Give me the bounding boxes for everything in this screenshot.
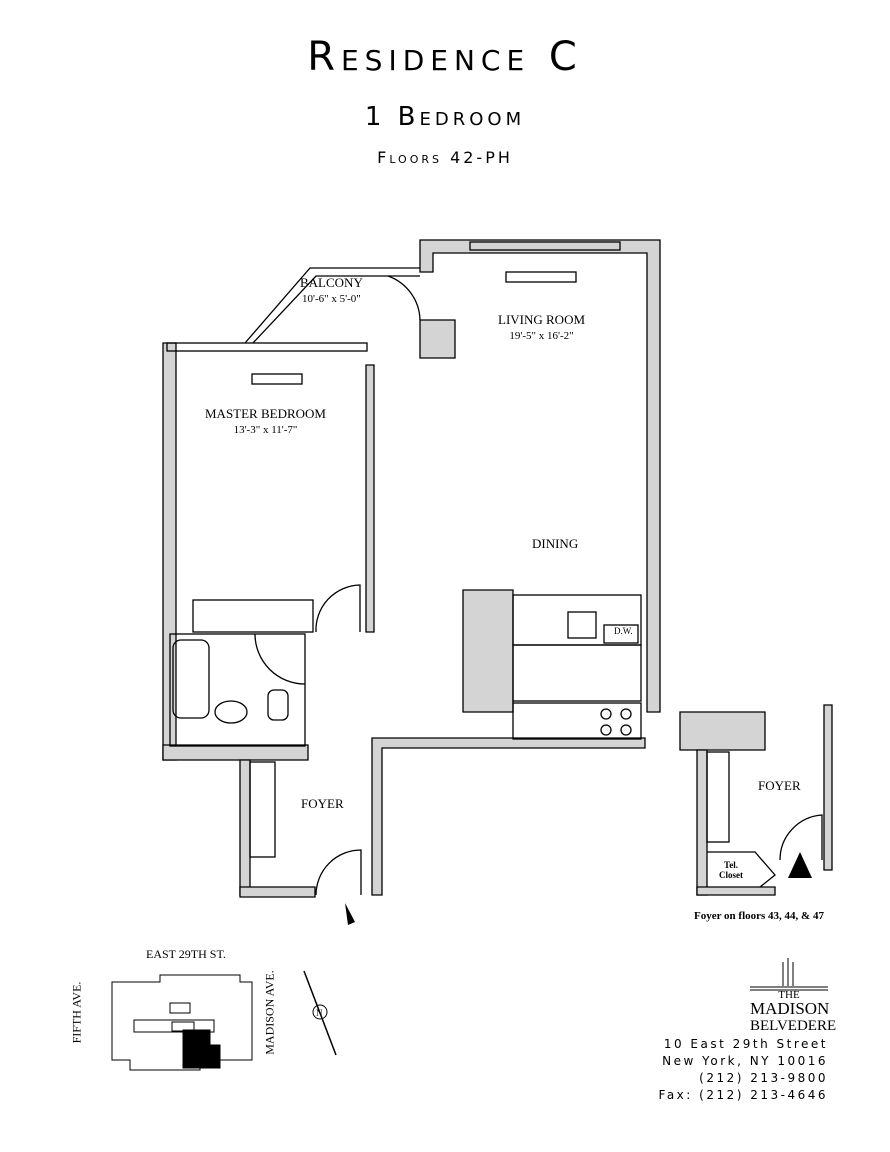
living-wall-west [419,319,456,359]
north-arrow-icon [788,852,812,878]
page-title: Residence C [307,34,583,80]
alt-foyer-wall-east [823,704,833,871]
entry-arrow-icon [345,903,355,925]
address: 10 East 29th Street [663,1037,828,1051]
phone: (212) 213-9800 [699,1071,828,1085]
brand-line2: MADISON [750,999,830,1018]
kitchen-wall [462,589,514,713]
street-fifth-ave: FIFTH AVE. [69,981,84,1044]
logo-tower-icon [750,958,828,991]
alt-foyer-label: FOYER [758,778,801,793]
fax: Fax: (212) 213-4646 [658,1088,828,1102]
dishwasher-label: D.W. [614,626,633,636]
unit-type: 1 Bedroom [364,102,526,132]
alt-foyer-wall-west [696,749,708,896]
tel-closet-label: Tel. Closet [719,860,743,880]
living-wall [419,239,661,713]
street-madison-ave: MADISON AVE. [262,970,277,1055]
brand-logo: THE MADISON BELVEDERE [750,989,837,1035]
foyer-label: FOYER [301,796,344,811]
alt-foyer-wall [679,711,766,751]
brand-line3: BELVEDERE [750,1018,837,1034]
dining-label: DINING [532,536,579,551]
alt-foyer-wall-south [696,886,776,896]
site-plan [111,970,337,1071]
compass-icon: N [316,1008,323,1018]
alt-foyer-note: Foyer on floors 43, 44, & 47 [694,910,824,922]
street-east-29th: EAST 29TH ST. [146,947,226,961]
bedroom-bottom-wall [162,744,309,761]
city: New York, NY 10016 [662,1054,828,1068]
floors-label: Floors 42-PH [377,148,513,167]
bedroom-east-wall [365,364,375,633]
foyer-wall-south [239,886,316,898]
foyer-wall-west [239,759,251,896]
brand-line1: THE [778,989,800,1001]
south-wall [371,737,646,896]
